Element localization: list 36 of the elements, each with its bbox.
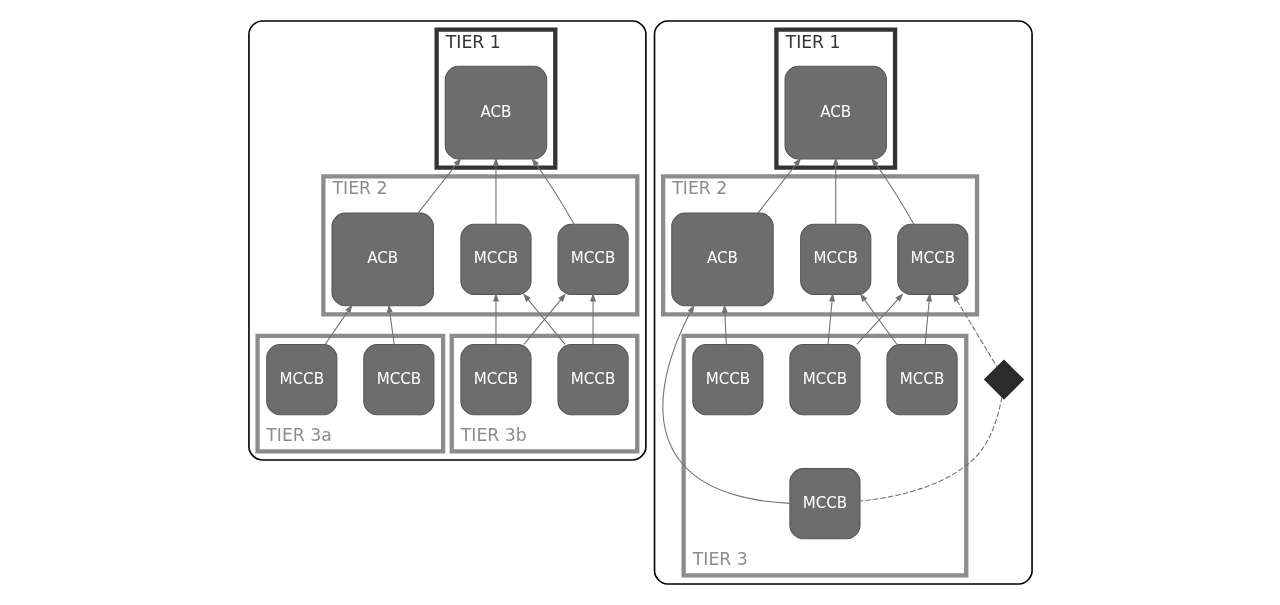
node-box: MCCB xyxy=(885,344,958,416)
arrow xyxy=(522,293,566,345)
arrow xyxy=(589,292,596,345)
arrow xyxy=(386,304,395,346)
connector xyxy=(859,396,1002,502)
node-box: ACB xyxy=(330,212,434,307)
node-box: MCCB xyxy=(265,344,337,416)
arrow xyxy=(324,304,353,346)
node-box: MCCB xyxy=(362,344,434,416)
arrow xyxy=(661,304,790,504)
arrow xyxy=(870,158,914,225)
node-box: ACB xyxy=(670,212,774,307)
node-box: MCCB xyxy=(788,344,861,416)
node-box: MCCB xyxy=(556,223,629,295)
node-box: MCCB xyxy=(459,223,532,295)
node-cross xyxy=(983,359,1024,400)
arrow xyxy=(492,157,499,225)
arrow xyxy=(417,157,461,214)
arrow xyxy=(832,157,839,225)
node-box: MCCB xyxy=(459,344,532,416)
node-box: MCCB xyxy=(788,468,861,540)
node-box: MCCB xyxy=(799,223,871,295)
node-box: ACB xyxy=(784,65,887,160)
cluster xyxy=(247,20,647,461)
node-box: MCCB xyxy=(691,344,763,416)
arrow xyxy=(492,292,499,345)
arrow xyxy=(757,157,801,214)
arrow xyxy=(827,292,835,345)
node-box: MCCB xyxy=(896,223,968,295)
cluster xyxy=(653,20,1033,585)
arrow xyxy=(952,293,998,368)
arrow xyxy=(530,158,575,225)
node-box: ACB xyxy=(444,65,547,160)
node-box: MCCB xyxy=(556,344,629,416)
arrow xyxy=(924,292,932,345)
arrow xyxy=(721,304,728,346)
